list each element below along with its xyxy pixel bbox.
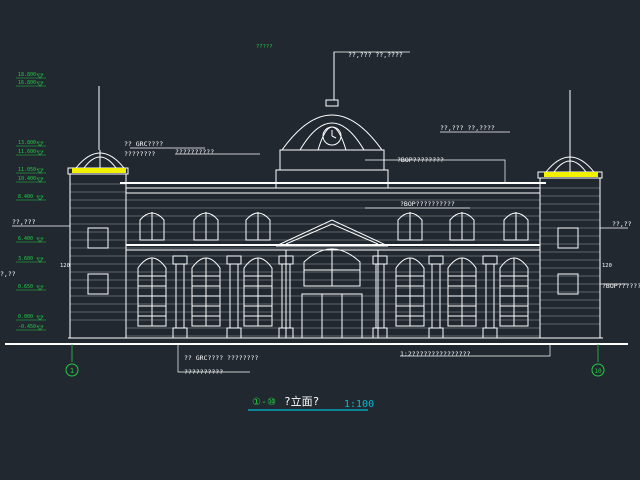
level-value: 3.600 [18,256,33,262]
drawing-title: ①-⑩ ?立面? 1:100 [248,394,374,411]
level-value: 6.400 [18,236,33,242]
building-facade [5,52,628,345]
axis-bubble-1-icon [65,363,79,377]
right-tower-highlight [544,172,598,177]
arched-window [191,257,221,327]
pediment [275,219,389,247]
note-small-right: 120 [602,263,612,269]
level-value: 11.600 [18,149,36,155]
upper-window [193,212,219,241]
level-value: 13.800 [18,140,36,146]
axis-bubble-10-icon [591,363,605,377]
level-value: 0.000 [18,314,33,320]
brick-texture [70,183,600,337]
note-left-base: ?? GRC???? ???????? [184,354,258,362]
arched-window [499,257,529,327]
level-value: 0.650 [18,284,33,290]
arched-window [447,257,477,327]
level-marker-icon [36,150,44,156]
level-marker-icon [36,237,44,243]
left-tower-window-2 [87,273,109,295]
note-left-tower: ?? GRC???? [124,140,163,148]
note-dome-right: ??,??? ??,???? [440,124,495,132]
level-value: 8.400 [18,194,33,200]
upper-window [139,212,165,241]
level-marker-icon [36,81,44,87]
note-left-base-sub: ?????????? [184,368,223,376]
left-tower-dome-rib [83,150,117,169]
note-left-tower-sub: ???????? [124,150,155,158]
leader-right-base [400,344,551,357]
note-small-top: ????? [256,44,273,50]
arched-window [137,257,167,327]
upper-window [503,212,529,241]
upper-window [245,212,271,241]
level-value: 11.050 [18,167,36,173]
upper-window-row [139,212,529,241]
note-grc-top: ?????????? [175,148,214,156]
leader-left-base [177,344,250,373]
note-dome-top: ??,??? ??,???? [348,51,403,59]
title-text: ?立面? [284,394,319,408]
axis-bubble-1-label: 1 [70,367,74,375]
left-tower-highlight [72,168,126,173]
title-axes: ①-⑩ [252,397,276,408]
title-scale: 1:100 [344,399,374,410]
note-small-left: 120 [60,263,70,269]
dome-lantern [325,99,339,107]
leader-lines [12,51,628,373]
level-marker-icon [36,177,44,183]
note-right-wall: ??,?? [612,220,632,228]
upper-window [397,212,423,241]
upper-window [449,212,475,241]
central-dome [281,114,383,151]
level-value: 10.400 [18,176,36,182]
level-marker-icon [36,73,44,79]
level-marker-icon [36,285,44,291]
level-value: 16.800 [18,80,36,86]
note-right-side: ?BOP?????????? [602,282,640,290]
axis-bubble-10-label: 10 [594,368,602,375]
clock-hand-2 [331,135,337,139]
note-left-side: ?,?? [0,270,16,278]
level-marker-icon [36,141,44,147]
note-cornice: ?BOP???????? [397,156,444,164]
right-tower-dome-rib [553,154,587,173]
annotations: ??,??? ??,???? ?? GRC???? ???????? ?????… [0,44,640,376]
note-right-base: 1:2??????????????? [400,350,471,358]
elevation-level-markers: 18.800 16.800 13.800 11.600 11.050 10.400 8.40… [16,72,46,331]
note-left-wall: ??,??? [12,218,36,226]
level-marker-icon [36,195,44,201]
level-marker-icon [36,325,44,331]
clock-icon [322,126,342,146]
entrance-door [301,293,363,339]
level-marker-icon [36,257,44,263]
arched-window [243,257,273,327]
leader-dome-top [333,51,410,60]
level-value: 18.800 [18,72,36,78]
note-stone: ?BOP?????????? [400,200,455,208]
level-marker-icon [36,315,44,321]
level-value: -0.450 [18,324,36,330]
level-marker-icon [36,168,44,174]
arched-window [395,257,425,327]
entrance-fanlight [303,248,361,287]
leader-cornice [365,159,506,183]
